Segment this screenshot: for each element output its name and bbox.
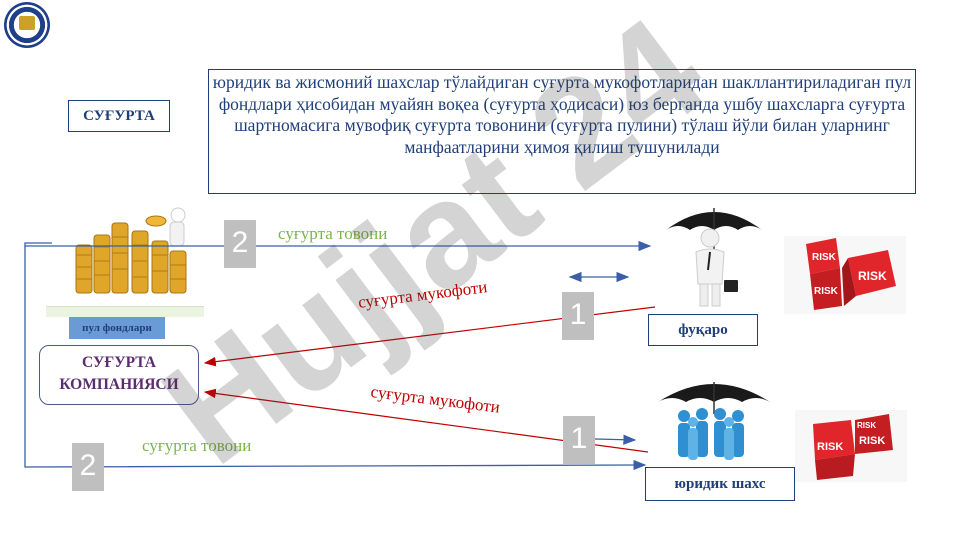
risk-text-6: RISK <box>857 421 876 430</box>
definition-text: юридик ва жисмоний шахслар тўлайдиган су… <box>212 72 912 157</box>
university-seal-logo <box>4 2 50 48</box>
coins-illustration <box>75 207 187 294</box>
insurance-company-box: СУҒУРТА КОМПАНИЯСИ <box>39 345 199 405</box>
compensation-label-bottom: суғурта товони <box>142 436 252 455</box>
short-arrow-bottom <box>594 434 637 445</box>
risk-text-5: RISK <box>859 435 885 447</box>
risk-text-2: RISK <box>814 286 839 297</box>
risk-text-3: RISK <box>858 269 887 283</box>
risk-text-4: RISK <box>817 441 843 453</box>
legal-entity-group-illustration <box>658 382 770 460</box>
compensation-arrow-bottom <box>24 246 647 471</box>
citizen-label: фуқаро <box>648 314 758 346</box>
seal-emblem-icon <box>19 16 35 30</box>
fund-strip <box>46 306 204 317</box>
step-number-bottom-left: 2 <box>72 443 104 491</box>
insurance-company-label: СУҒУРТА КОМПАНИЯСИ <box>59 354 179 393</box>
compensation-arrow-top <box>24 240 652 252</box>
fund-label: пул фондлари <box>69 317 165 339</box>
risk-dice-bottom-illustration: RISK RISK RISK <box>795 410 907 482</box>
risk-text-1: RISK <box>812 252 837 263</box>
citizen-umbrella-illustration <box>666 208 762 307</box>
compensation-label-top: суғурта товони <box>278 224 388 243</box>
step-number-bottom-right: 1 <box>563 416 595 464</box>
definition-box: юридик ва жисмоний шахслар тўлайдиган су… <box>208 69 916 194</box>
step-number-top-right: 1 <box>562 292 594 340</box>
legal-entity-label: юридик шахс <box>645 467 795 501</box>
step-number-top-left: 2 <box>224 220 256 268</box>
term-label: СУҒУРТА <box>68 100 170 132</box>
risk-dice-top-illustration: RISK RISK RISK <box>784 236 906 314</box>
